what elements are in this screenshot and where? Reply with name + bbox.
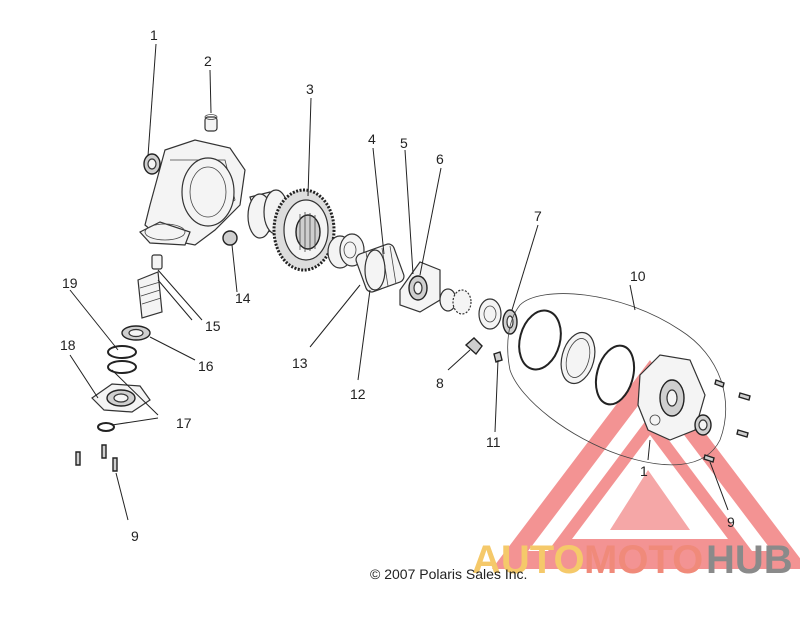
bolts-left	[75, 444, 118, 472]
callout-14: 14	[235, 290, 251, 306]
callout-8: 8	[436, 375, 444, 391]
watermark-text: AUTO MOTO HUB	[472, 538, 793, 582]
callout-3: 3	[306, 81, 314, 97]
bearing-housing	[91, 383, 151, 413]
callout-numbers: 1 2 3 4 5 6 7 10 14 15 16 13 12 8 11 19 …	[60, 27, 735, 544]
drain-plug	[222, 230, 238, 246]
callout-11: 11	[486, 434, 501, 450]
callout-18: 18	[60, 337, 76, 353]
callout-4: 4	[368, 131, 376, 147]
pinion-shaft	[137, 254, 163, 319]
dowel-pin	[493, 351, 503, 363]
callout-5: 5	[400, 135, 408, 151]
roller-cage-assembly	[355, 243, 405, 293]
callout-1-right: 1	[640, 463, 648, 479]
retaining-clip	[464, 337, 483, 356]
watermark-auto: AUTO	[472, 538, 585, 582]
ring-gear	[272, 188, 336, 272]
callout-2: 2	[204, 53, 212, 69]
copyright-notice: © 2007 Polaris Sales Inc.	[370, 566, 528, 582]
callout-12: 12	[350, 386, 366, 402]
cover-assembly-outline	[507, 293, 727, 466]
callout-7: 7	[534, 208, 542, 224]
callout-9-left: 9	[131, 528, 139, 544]
callout-10: 10	[630, 268, 646, 284]
callout-9-right: 9	[727, 514, 735, 530]
armature-plate	[399, 261, 441, 313]
leader-lines	[69, 43, 729, 521]
seal-left	[143, 153, 161, 175]
bolts-right	[703, 379, 751, 463]
watermark-triangle-logo	[491, 360, 800, 569]
seal-right	[694, 414, 712, 436]
callout-16: 16	[198, 358, 214, 374]
callout-1-top: 1	[150, 27, 158, 43]
vent-plug	[204, 114, 218, 132]
callout-6: 6	[436, 151, 444, 167]
callout-17: 17	[176, 415, 192, 431]
gearcase-housing	[139, 139, 246, 246]
pinion-bearing	[121, 325, 151, 341]
cover-plate	[637, 354, 706, 441]
callout-13: 13	[292, 355, 308, 371]
callout-15: 15	[205, 318, 221, 334]
output-hub	[439, 288, 502, 330]
watermark-hub: HUB	[706, 538, 793, 582]
o-rings	[97, 345, 137, 432]
callout-19: 19	[62, 275, 78, 291]
coil-rings	[518, 309, 636, 406]
watermark-moto: MOTO	[584, 538, 703, 582]
